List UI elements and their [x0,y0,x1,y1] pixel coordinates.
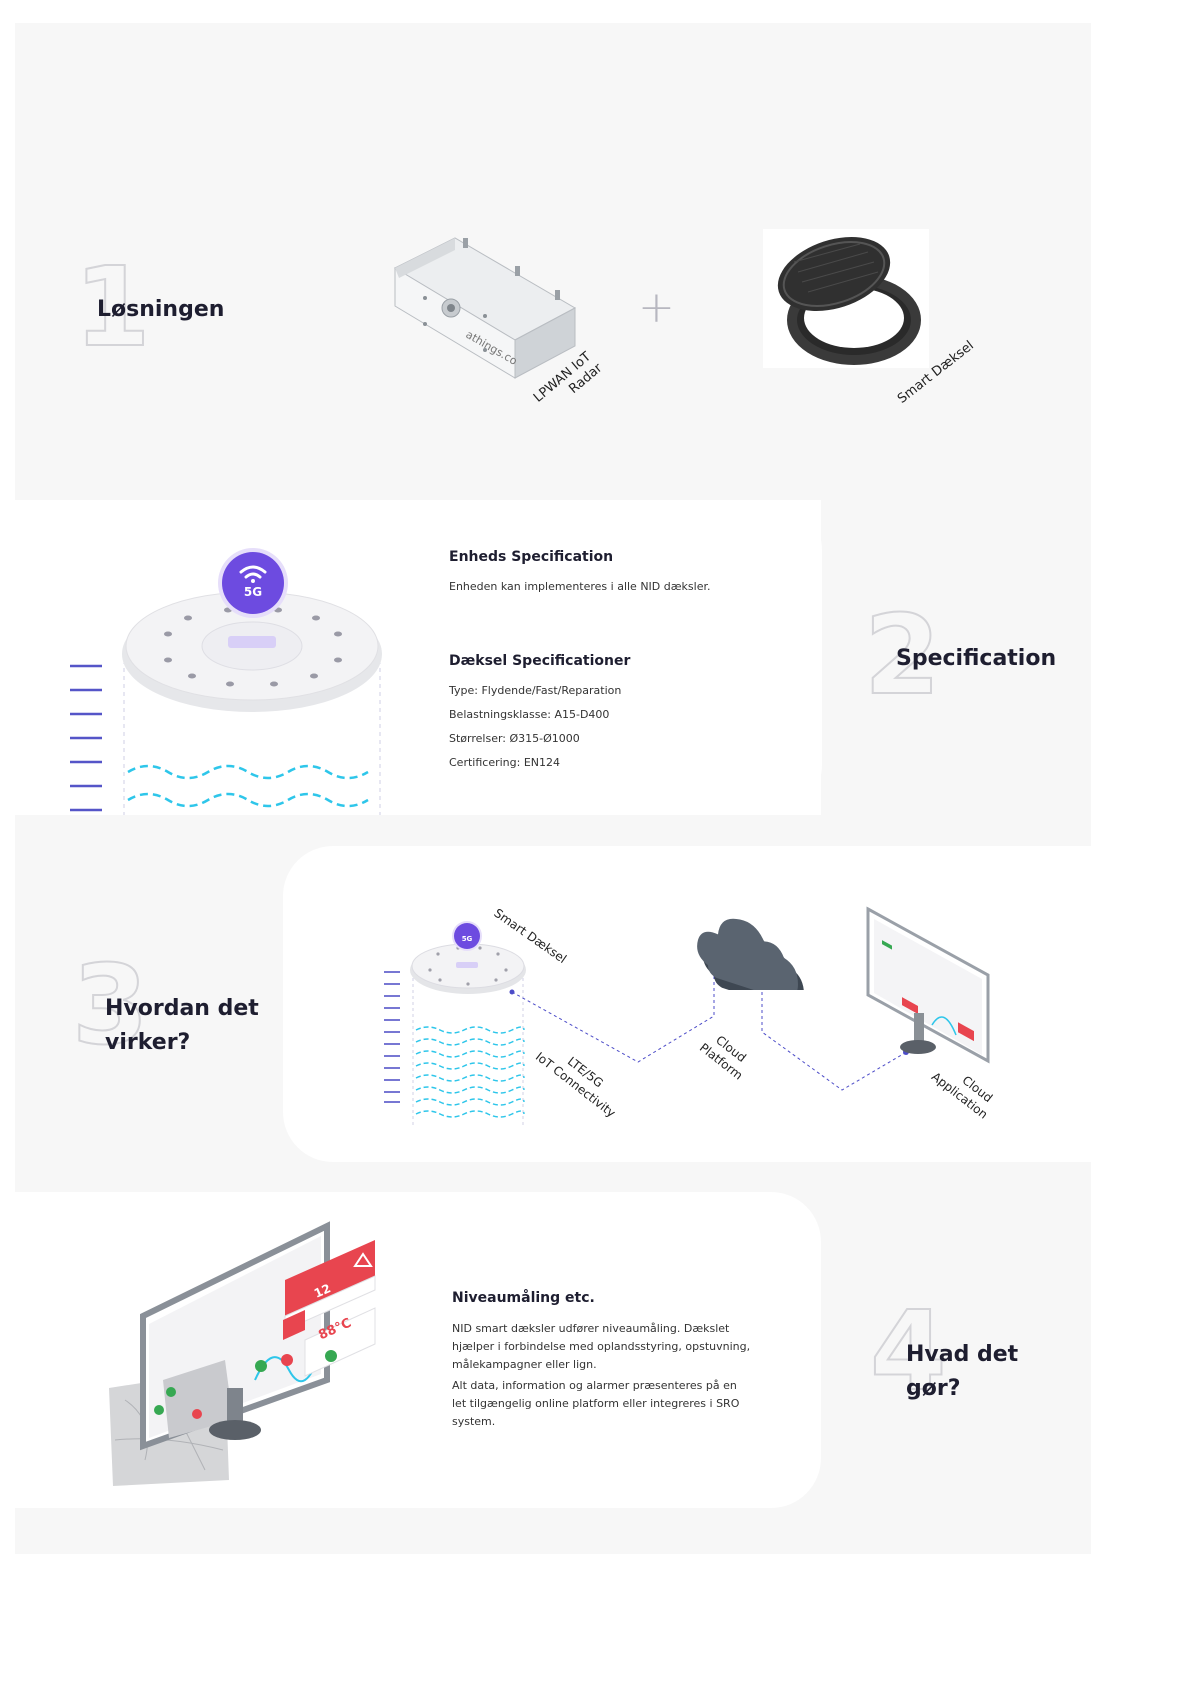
manhole-cover-image [777,237,921,365]
monitor-illustration [866,906,990,1064]
section-title: Løsningen [97,297,225,322]
badge-5g-small-icon: 5G [454,923,480,949]
cloud-icon [697,918,804,990]
wifi-icon [239,565,267,583]
dashboard-illustration [109,1221,376,1486]
badge-5g-small-label: 5G [461,935,473,943]
badge-5g-icon: 5G [222,552,284,614]
section-title-line2: gør? [906,1376,961,1401]
enheds-spec-title: Enheds Specification [449,549,614,565]
section4-paragraph1: NID smart dæksler udfører niveaumåling. … [452,1322,751,1371]
section-title: Hvordan det virker? [105,992,259,1060]
spec-item: Belastningsklasse: A15-D400 [449,708,610,721]
section-title-line2: virker? [105,1030,191,1055]
level-scale [70,664,102,812]
daeksel-spec-title: Dæksel Specificationer [449,653,631,669]
section-title: Hvad det gør? [906,1338,1018,1406]
section-number: 2 [863,591,942,719]
spec-item: Type: Flydende/Fast/Reparation [449,684,622,697]
section-specification-side [821,500,1091,815]
badge-5g-label: 5G [243,585,263,599]
connection-lines [509,950,911,1091]
radar-device-image [393,237,577,379]
spec-item: Certificering: EN124 [449,756,560,769]
section-title-line1: Hvad det [906,1342,1019,1367]
section-number: 4 [869,1287,948,1415]
enheds-spec-text: Enheden kan implementeres i alle NID dæk… [449,580,711,593]
section-number: 3 [71,941,150,1069]
section-title: Specification [896,646,1057,671]
spec-card-corner [760,500,822,815]
level-scale-small [384,971,400,1103]
cover-cylinder-illustration [410,943,526,1126]
plus-icon: + [638,282,675,333]
section-number: 1 [73,243,152,371]
section4-paragraph2: Alt data, information og alarmer præsent… [452,1379,740,1428]
cover-illustration [122,591,382,815]
section-title-line1: Hvordan det [105,996,259,1021]
spec-item: Størrelser: Ø315-Ø1000 [449,732,580,745]
section4-heading: Niveaumåling etc. [452,1290,595,1306]
